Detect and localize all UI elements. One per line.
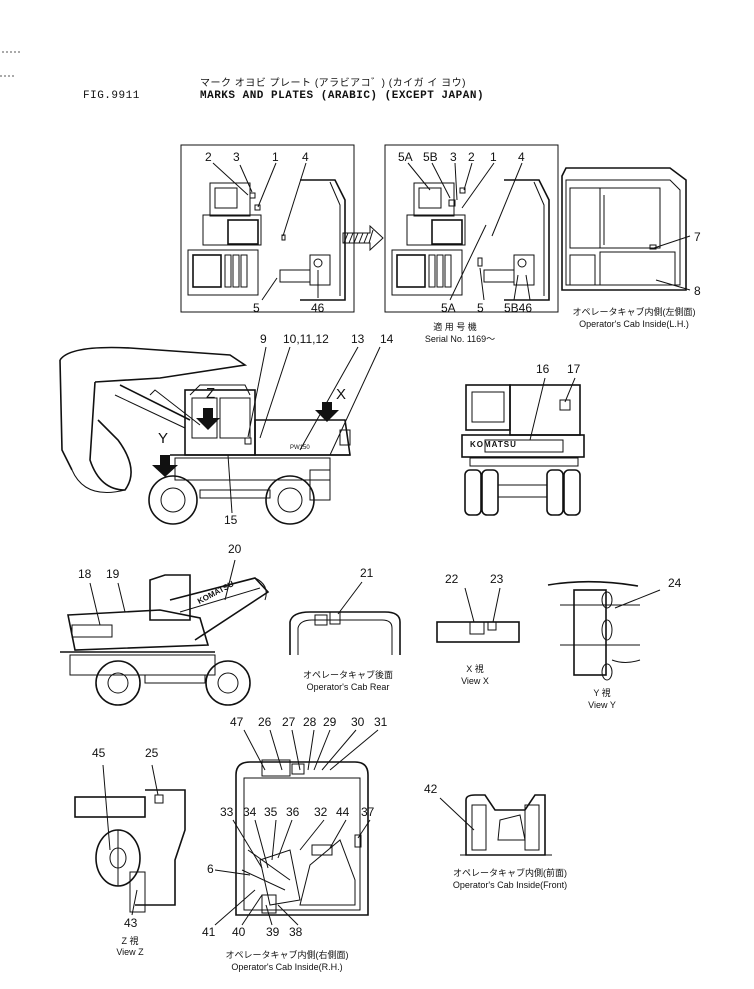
figure-number: FIG.9911 [83, 90, 140, 102]
excavator-rear-drawing [461, 377, 585, 516]
callout: 32 [314, 805, 328, 819]
callout: 44 [336, 805, 350, 819]
view-letter-x: X [336, 386, 347, 403]
callout: 39 [266, 925, 280, 939]
callout: 31 [374, 715, 388, 729]
title-kana: マーク オヨビ プレート (アラビアコ゛) (カイガ イ ヨウ) [200, 78, 466, 89]
callout: 5A [398, 150, 413, 164]
callout: 4 [518, 150, 525, 164]
view-x-caption-jp: X 視 [466, 664, 484, 674]
callout: 4 [302, 150, 309, 164]
serial-caption-jp: 適 用 号 機 [433, 322, 477, 332]
cab-interior-panel-new [384, 144, 559, 313]
callout: 45 [92, 746, 106, 760]
callout: 5B [423, 150, 438, 164]
callout: 23 [490, 572, 504, 586]
cab-interior-panel-old [180, 144, 355, 313]
callout: 3 [450, 150, 457, 164]
callout: 26 [258, 715, 272, 729]
callout: 6 [207, 862, 214, 876]
callout: 7 [694, 230, 701, 244]
cab-front-caption-jp: オペレータキャブ内側(前面) [453, 868, 567, 878]
cab-rh-drawing [214, 729, 379, 926]
cab-front-drawing [439, 794, 552, 856]
callout: 1 [490, 150, 497, 164]
callout: 46 [311, 301, 325, 315]
callout: 43 [124, 916, 138, 930]
callout: 38 [289, 925, 303, 939]
callout: 5 [477, 301, 484, 315]
cab-rh-caption: Operator's Cab Inside(R.H.) [231, 962, 343, 972]
callout: 27 [282, 715, 296, 729]
cab-rh-caption-jp: オペレータキャブ内側(右側面) [225, 950, 349, 960]
cab-rear-caption: Operator's Cab Rear [306, 682, 390, 692]
cab-lh-caption-jp: オペレータキャブ内側(左側面) [572, 307, 696, 317]
callout: 9 [260, 332, 267, 346]
cab-front-caption: Operator's Cab Inside(Front) [452, 880, 568, 890]
excavator-side-drawing-2 [60, 559, 270, 706]
callout: 5 [253, 301, 260, 315]
view-x-caption: View X [461, 676, 489, 686]
cab-lh-drawing [561, 167, 691, 291]
callout: 33 [220, 805, 234, 819]
callout: 13 [351, 332, 365, 346]
view-y-drawing [547, 580, 661, 681]
right-arrow-icon [342, 224, 384, 252]
callout: 35 [264, 805, 278, 819]
callout: 20 [228, 542, 242, 556]
model-decal: PW150 [290, 445, 310, 451]
callout: 25 [145, 746, 159, 760]
view-x-drawing [436, 587, 520, 643]
view-y-caption: View Y [588, 700, 616, 710]
callout: 30 [351, 715, 365, 729]
callout: 42 [424, 782, 438, 796]
callout: 5A [441, 301, 456, 315]
callout: 5B46 [504, 301, 533, 315]
callout: 16 [536, 362, 550, 376]
excavator-side-drawing [59, 346, 381, 525]
view-z-drawing [74, 764, 186, 916]
cab-rear-drawing [289, 581, 401, 655]
komatsu-decal: KOMATSU [470, 440, 517, 449]
callout: 3 [233, 150, 240, 164]
callout: 17 [567, 362, 581, 376]
callout: 2 [468, 150, 475, 164]
callout: 2 [205, 150, 212, 164]
callout: 37 [361, 805, 375, 819]
view-letter-z: Z [206, 385, 216, 402]
callout: 21 [360, 566, 374, 580]
callout: 29 [323, 715, 337, 729]
callout: 24 [668, 576, 682, 590]
view-z-caption-jp: Z 視 [121, 936, 139, 946]
view-letter-y: Y [158, 430, 169, 447]
view-y-caption-jp: Y 視 [593, 688, 611, 698]
callout: 14 [380, 332, 394, 346]
figure-title: MARKS AND PLATES (ARABIC) (EXCEPT JAPAN) [200, 90, 485, 102]
callout: 19 [106, 567, 120, 581]
callout: 18 [78, 567, 92, 581]
callout: 34 [243, 805, 257, 819]
callout: 15 [224, 513, 238, 527]
callout: 10,11,12 [283, 332, 329, 346]
view-z-caption: View Z [116, 947, 144, 957]
callout: 40 [232, 925, 246, 939]
cab-lh-caption: Operator's Cab Inside(L.H.) [579, 319, 689, 329]
cab-rear-caption-jp: オペレータキャブ後面 [302, 670, 393, 680]
callout: 36 [286, 805, 300, 819]
callout: 22 [445, 572, 459, 586]
callout: 41 [202, 925, 216, 939]
callout: 1 [272, 150, 279, 164]
callout: 47 [230, 715, 244, 729]
callout: 8 [694, 284, 701, 298]
serial-caption: Serial No. 1169～ [424, 334, 496, 344]
callout: 28 [303, 715, 317, 729]
